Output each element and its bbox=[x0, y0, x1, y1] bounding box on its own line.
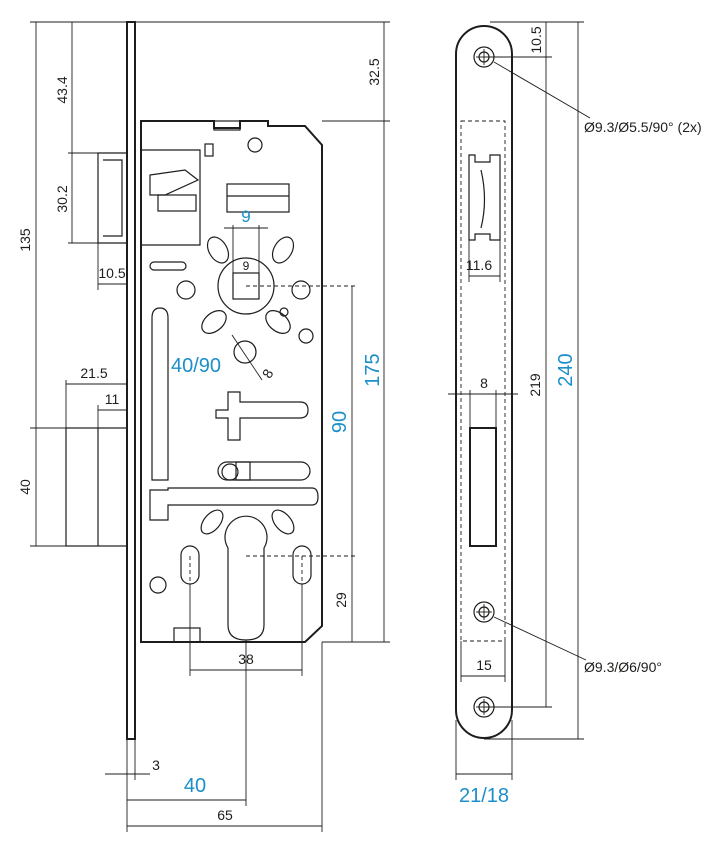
dim-219-label: 219 bbox=[527, 373, 543, 397]
dim-11-label: 11 bbox=[105, 391, 120, 407]
dim-21-18-label: 21/18 bbox=[459, 785, 509, 807]
front-plate-side bbox=[126, 21, 136, 740]
dim-40-90-label: 40/90 bbox=[171, 355, 221, 377]
dim-90-label: 90 bbox=[329, 411, 351, 433]
dim-8-right-label: 8 bbox=[480, 375, 488, 391]
lock-case bbox=[140, 120, 323, 643]
callout-bottom-hole: Ø9.3/Ø6/90° bbox=[584, 659, 662, 675]
dim-240-label: 240 bbox=[555, 353, 577, 386]
dim-65-label: 65 bbox=[217, 807, 233, 823]
dim-40-bottom-label: 40 bbox=[184, 775, 206, 797]
dim-43-4-label: 43.4 bbox=[54, 76, 70, 103]
dim-135-label: 135 bbox=[17, 228, 33, 252]
dim-40-left-label: 40 bbox=[17, 479, 33, 495]
faceplate bbox=[455, 25, 513, 739]
latch-bolt bbox=[97, 149, 201, 246]
dim-21-5-label: 21.5 bbox=[80, 365, 107, 381]
dim-3-label: 3 bbox=[152, 757, 160, 773]
dim-9-label: 9 bbox=[241, 207, 250, 226]
case-details bbox=[149, 183, 319, 643]
dim-30-2-label: 30.2 bbox=[54, 185, 70, 212]
dim-9-small-label: 9 bbox=[243, 259, 250, 273]
dimensions-left: 135 43.4 30.2 10.5 21.5 11 40 bbox=[17, 21, 127, 547]
callout-top-hole: Ø9.3/Ø5.5/90° (2x) bbox=[584, 119, 702, 135]
dim-10-5-left-label: 10.5 bbox=[98, 265, 125, 281]
dimensions-center: 32.5 175 90 29 9 9 40/90 8 38 3 bbox=[105, 21, 390, 832]
dimensions-right: 10.5 219 240 Ø9.3/Ø5.5/90° (2x) Ø9.3/Ø6/… bbox=[448, 21, 702, 807]
dim-11-6-label: 11.6 bbox=[466, 257, 492, 273]
dim-32-5-label: 32.5 bbox=[366, 58, 382, 85]
dim-175-label: 175 bbox=[362, 353, 384, 386]
deadbolt bbox=[65, 427, 128, 547]
dim-10-5-right-label: 10.5 bbox=[528, 26, 544, 53]
dim-29-label: 29 bbox=[333, 592, 349, 608]
dim-15-label: 15 bbox=[476, 657, 492, 673]
